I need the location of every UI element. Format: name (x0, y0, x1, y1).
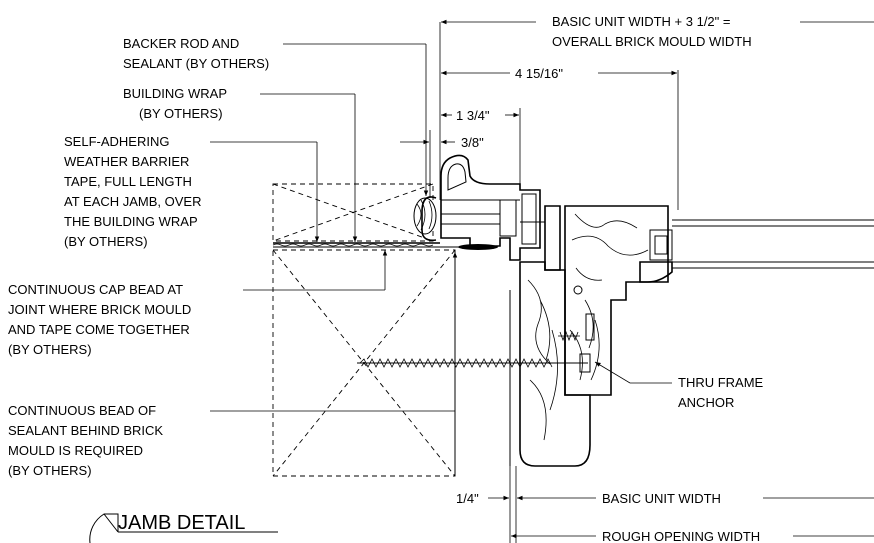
dim-basic-unit-width: BASIC UNIT WIDTH (602, 491, 721, 506)
label-tape: SELF-ADHERING WEATHER BARRIER TAPE, FULL… (64, 134, 202, 249)
dim-rough-opening-width: ROUGH OPENING WIDTH (602, 529, 760, 543)
dim-overall-line1: BASIC UNIT WIDTH + 3 1/2" = (552, 14, 730, 29)
label-building-wrap: BUILDING WRAP (BY OTHERS) (123, 86, 227, 121)
label-line: (BY OTHERS) (139, 106, 223, 121)
glazing-unit (639, 219, 874, 283)
label-anchor: THRU FRAME ANCHOR (678, 375, 764, 410)
wood-jamb (519, 205, 669, 467)
dimension-lines (400, 19, 874, 543)
dim-4-15-16: 4 15/16" (515, 66, 563, 81)
backer-rod (413, 196, 437, 242)
label-line: (BY OTHERS) (64, 234, 148, 249)
label-line: TAPE, FULL LENGTH (64, 174, 192, 189)
label-line: AT EACH JAMB, OVER (64, 194, 202, 209)
label-line: SEALANT BEHIND BRICK (8, 423, 163, 438)
brick-mould-profile (440, 154, 546, 263)
detail-title: JAMB DETAIL (89, 512, 278, 543)
dimension-text: BASIC UNIT WIDTH + 3 1/2" = OVERALL BRIC… (456, 14, 760, 543)
label-line: BACKER ROD AND (123, 36, 239, 51)
label-line: AND TAPE COME TOGETHER (8, 322, 190, 337)
label-line: CONTINUOUS CAP BEAD AT (8, 282, 183, 297)
dim-3-8: 3/8" (461, 135, 484, 150)
wall-section (272, 183, 511, 477)
label-line: THRU FRAME (678, 375, 764, 390)
label-line: (BY OTHERS) (8, 342, 92, 357)
label-line: SELF-ADHERING (64, 134, 169, 149)
label-line: (BY OTHERS) (8, 463, 92, 478)
dim-overall-line2: OVERALL BRICK MOULD WIDTH (552, 34, 752, 49)
label-line: THE BUILDING WRAP (64, 214, 198, 229)
label-line: SEALANT (BY OTHERS) (123, 56, 269, 71)
dim-1-3-4: 1 3/4" (456, 108, 490, 123)
label-sealant-bead: CONTINUOUS BEAD OF SEALANT BEHIND BRICK … (8, 403, 163, 478)
page-title: JAMB DETAIL (118, 512, 245, 534)
label-line: MOULD IS REQUIRED (8, 443, 143, 458)
label-line: BUILDING WRAP (123, 86, 227, 101)
leader-lines (210, 43, 672, 412)
label-line: WEATHER BARRIER (64, 154, 189, 169)
label-cap-bead: CONTINUOUS CAP BEAD AT JOINT WHERE BRICK… (8, 282, 191, 357)
label-line: CONTINUOUS BEAD OF (8, 403, 156, 418)
label-backer-rod: BACKER ROD AND SEALANT (BY OTHERS) (123, 36, 269, 71)
dim-1-4: 1/4" (456, 491, 479, 506)
thru-frame-anchor (357, 285, 595, 373)
label-line: JOINT WHERE BRICK MOULD (8, 302, 191, 317)
label-line: ANCHOR (678, 395, 734, 410)
